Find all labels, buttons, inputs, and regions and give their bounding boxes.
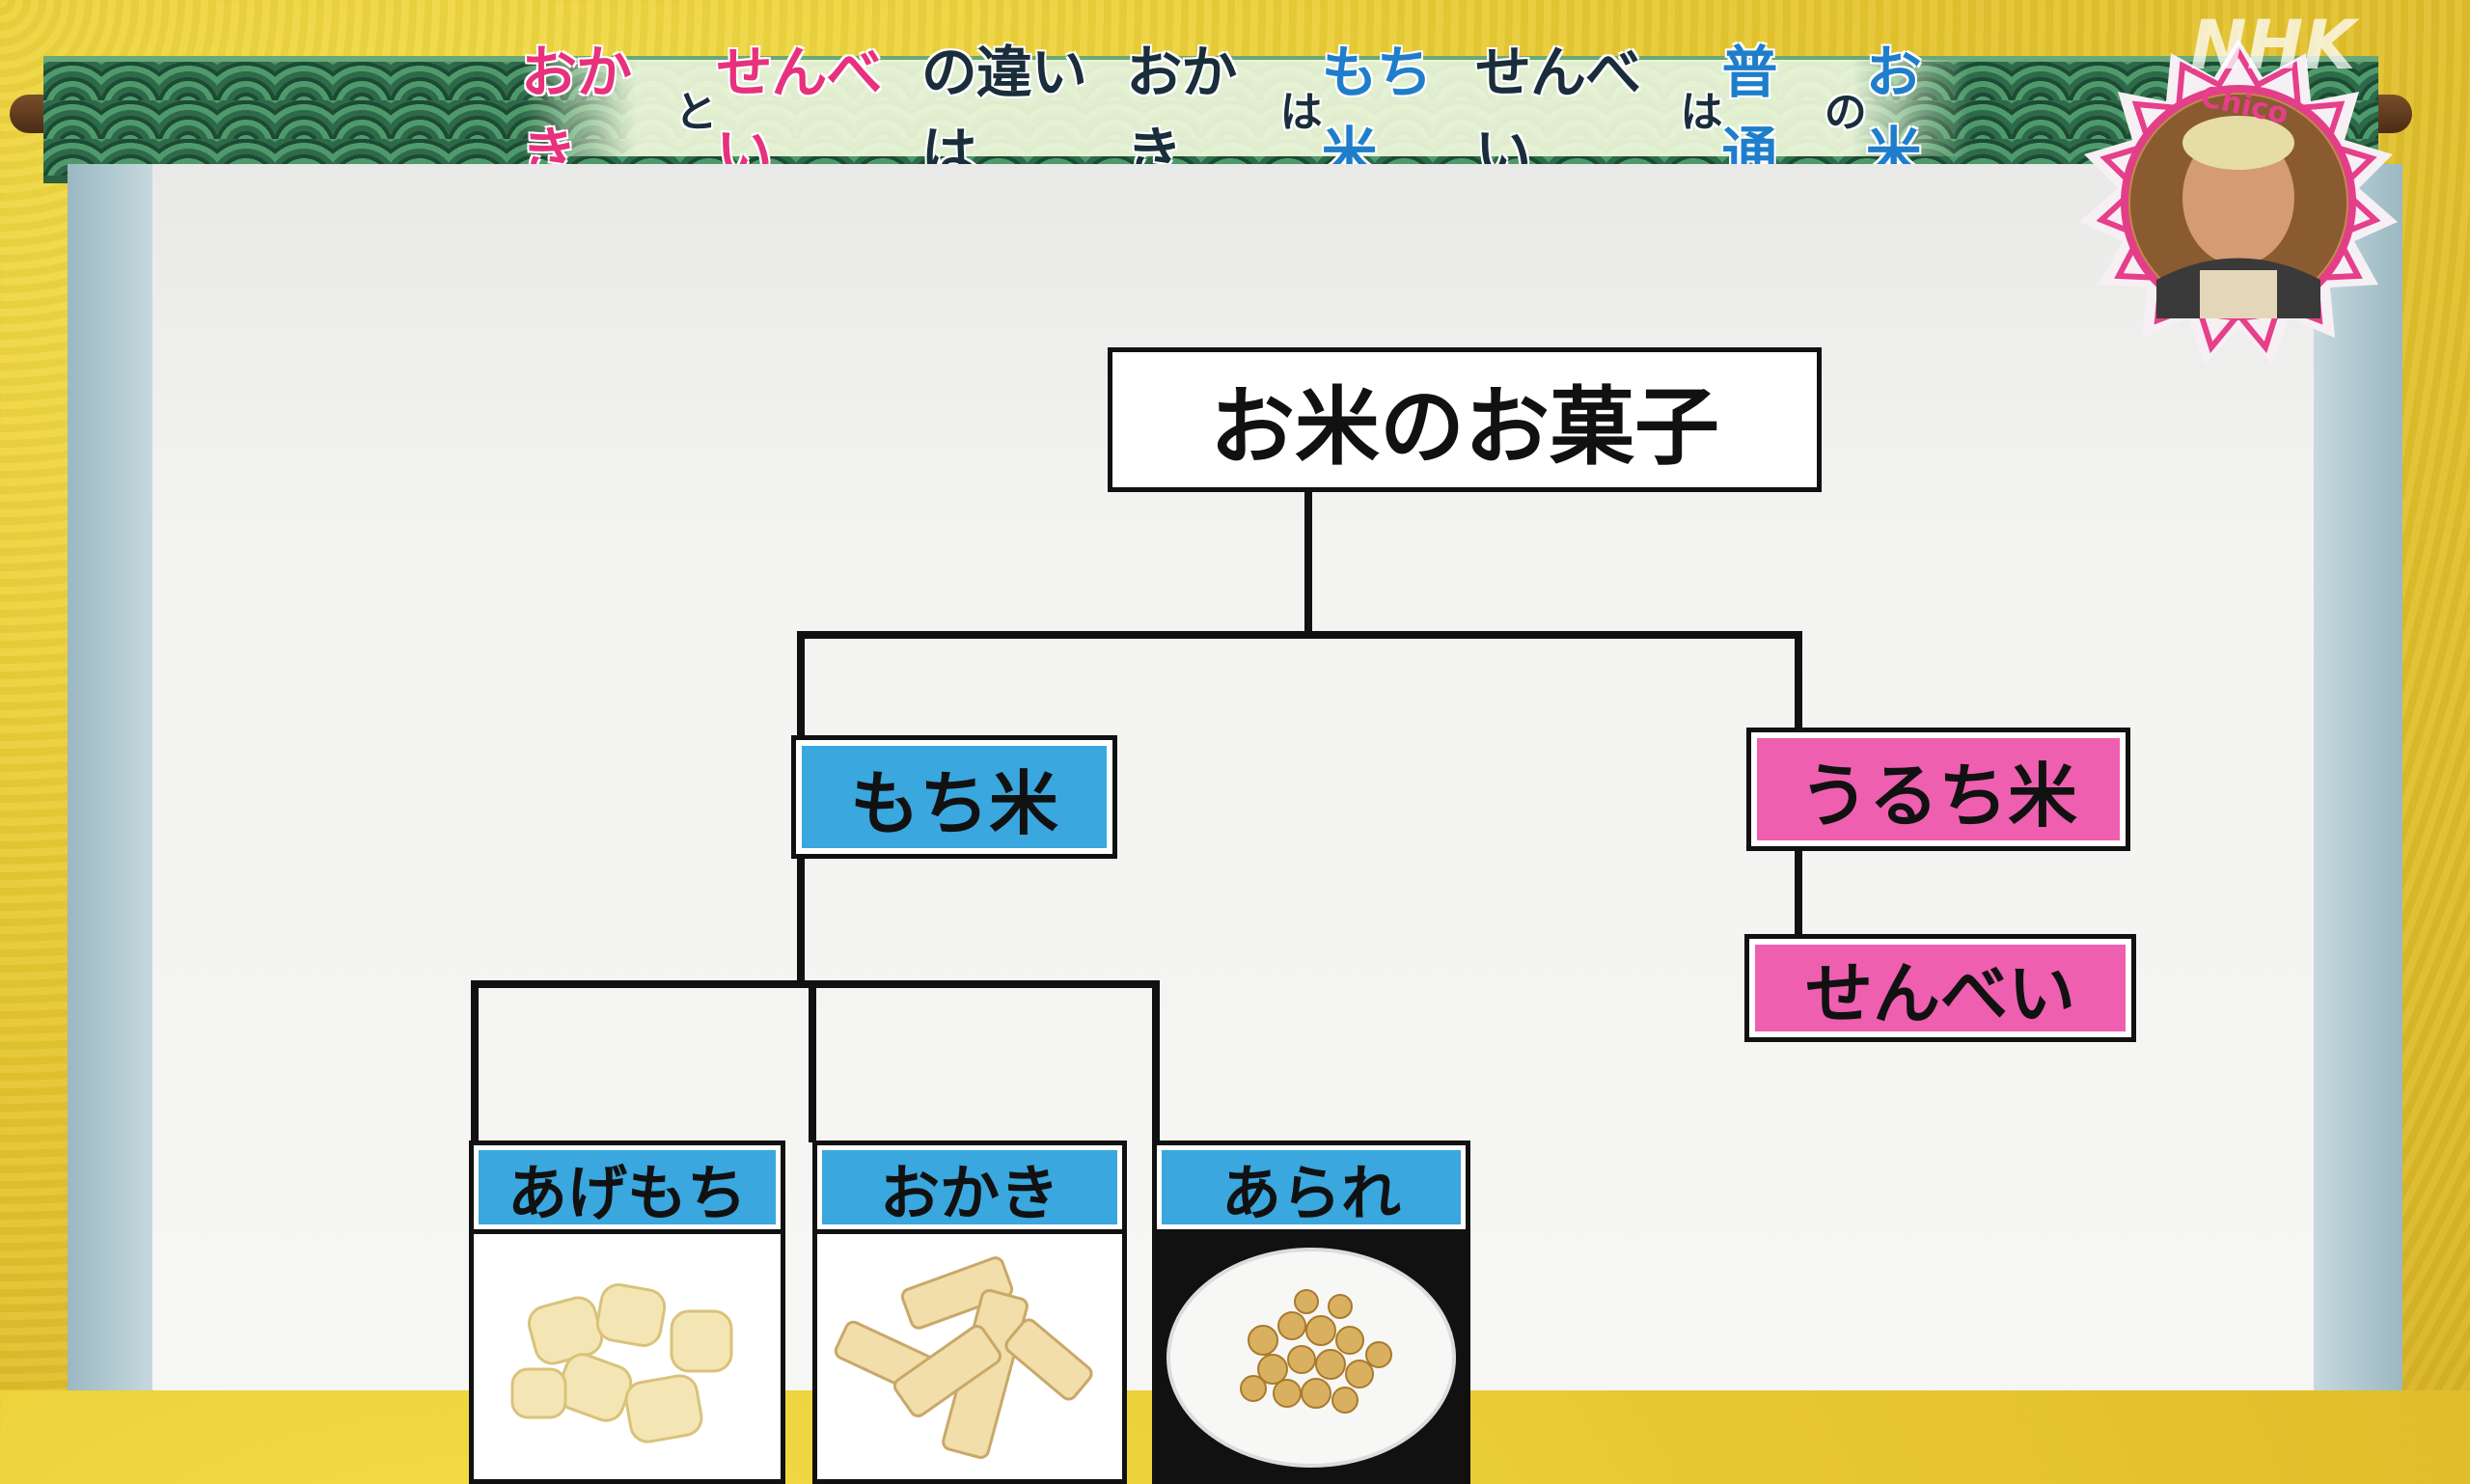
arare-card: あられ	[1152, 1140, 1470, 1484]
arare-photo	[1157, 1234, 1466, 1479]
okaki-label: おかき	[817, 1145, 1122, 1234]
caption-part: の	[1824, 88, 1867, 137]
okaki-photo	[817, 1234, 1122, 1479]
connector-lines	[471, 471, 1802, 1142]
caption-part: は	[1279, 88, 1323, 137]
headline-caption: おかき と せんべい の違いは おかき は もち米 せんべい は 普通 の お米	[521, 40, 1968, 186]
root-node: お米のお菓子	[1108, 347, 1822, 492]
caption-part: と	[674, 88, 717, 137]
uruchimai-node: うるち米	[1746, 728, 2130, 851]
agemochi-label: あげもち	[474, 1145, 781, 1234]
okaki-card: おかき	[812, 1140, 1127, 1484]
mochigome-node: もち米	[791, 735, 1117, 859]
chart-board: お米のお菓子 もち米 うるち米 せんべい あげもち おかき	[152, 164, 2314, 1484]
presenter-wipe: Chico	[2074, 39, 2402, 367]
senbei-node: せんべい	[1744, 934, 2136, 1042]
scroll-mount-left	[68, 164, 152, 1390]
arare-label: あられ	[1157, 1145, 1466, 1234]
agemochi-card: あげもち	[469, 1140, 785, 1484]
scroll-mount-right	[2314, 164, 2402, 1390]
nhk-watermark: NHK	[2190, 6, 2356, 85]
caption-part: は	[1680, 88, 1722, 137]
agemochi-photo	[474, 1234, 781, 1479]
